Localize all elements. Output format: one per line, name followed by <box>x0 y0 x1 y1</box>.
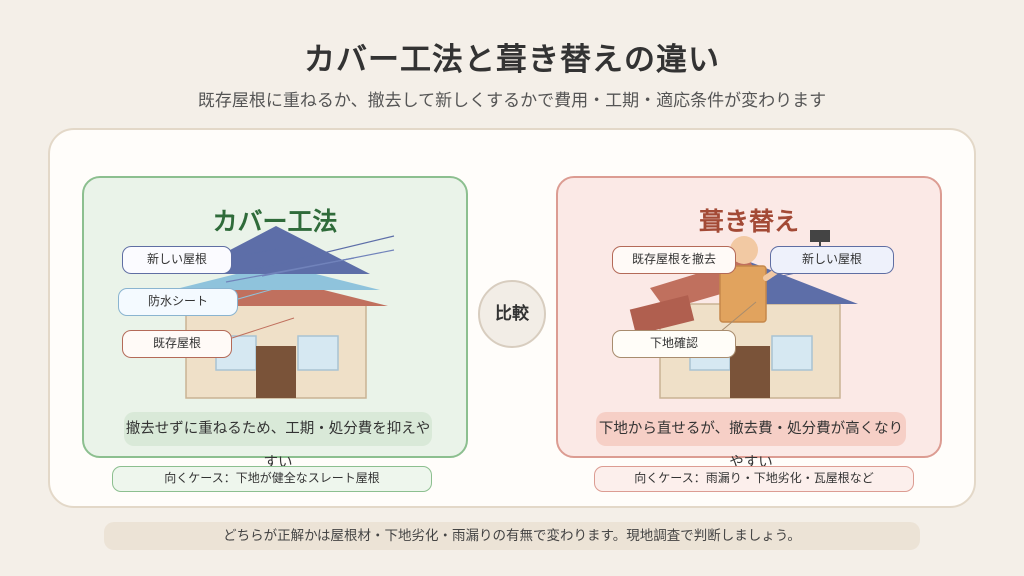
worker-head <box>730 236 758 264</box>
cover-method-panel: カバー工法 新しい屋根 防水シート 既存屋根 撤去せずに重ねるため、工期・処分費… <box>82 176 468 471</box>
roof-hatch-line <box>225 257 355 283</box>
cover-method-summary: 撤去せずに重ねるため、工期・処分費を抑えやすい <box>124 412 432 471</box>
cover-method-case: 向くケース：下地が健全なスレート屋根 <box>112 466 432 492</box>
label-waterproof-sheet: 防水シート <box>118 288 238 316</box>
waterproof-sheet-layer <box>172 264 380 290</box>
label-new-roof: 新しい屋根 <box>770 246 894 274</box>
label-new-roof: 新しい屋根 <box>122 246 232 274</box>
reroofing-title: 葺き替え <box>698 207 799 236</box>
worker-tool <box>810 230 830 242</box>
label-remove-existing-roof: 既存屋根を撤去 <box>612 246 736 274</box>
roof-hatch-line <box>243 235 395 273</box>
page-subtitle: 既存屋根に重ねるか、撤去して新しくするかで費用・工期・適応条件が変わります <box>197 91 827 111</box>
compare-badge: 比較 <box>478 280 546 348</box>
reroofing-case: 向くケース：雨漏り・下地劣化・瓦屋根など <box>594 466 914 492</box>
footer-note: どちらが正解かは屋根材・下地劣化・雨漏りの有無で変わります。現地調査で判断しまし… <box>104 522 920 550</box>
leader-line-existing-roof <box>231 317 295 339</box>
leader-line-new-roof <box>229 247 281 259</box>
reroofing-house-illustration <box>629 230 858 399</box>
removed-roof-panel-piece <box>629 295 695 335</box>
label-existing-roof: 既存屋根 <box>122 330 232 358</box>
reroofing-panel: 葺き替え 既存屋根を撤去 新しい屋根 下地確認 下地から直せるが、撤去費・処分費… <box>556 176 942 471</box>
house-door <box>256 346 296 398</box>
cover-method-title: カバー工法 <box>212 207 338 236</box>
page-title: カバー工法と葺き替えの違い <box>304 42 720 78</box>
label-base-check: 下地確認 <box>612 330 736 358</box>
house-window-right <box>297 335 339 371</box>
reroofing-summary: 下地から直せるが、撤去費・処分費が高くなりやすい <box>596 412 906 471</box>
leader-line-waterproof <box>237 285 285 300</box>
house-door <box>730 346 770 398</box>
worker-body <box>719 265 767 323</box>
house-window-right <box>771 335 813 371</box>
